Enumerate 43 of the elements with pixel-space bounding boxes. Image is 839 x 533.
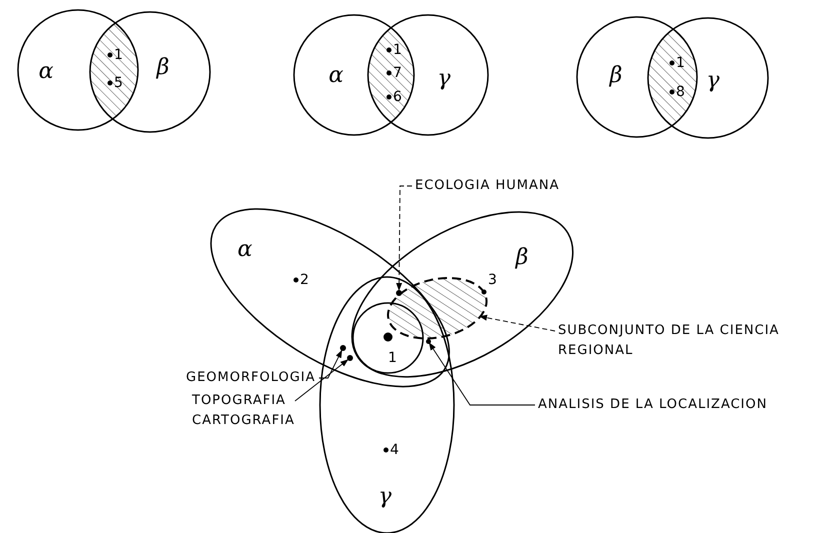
set-outline xyxy=(318,275,456,533)
point-number: 6 xyxy=(393,90,402,104)
leader-line xyxy=(396,186,412,291)
leader-line xyxy=(479,314,556,332)
point-number: 8 xyxy=(676,85,685,99)
point-number: 2 xyxy=(300,273,309,287)
set-symbol: γ xyxy=(378,486,392,508)
set-symbol: β xyxy=(516,246,528,269)
point-marker xyxy=(347,355,353,361)
point-number: 1 xyxy=(114,48,123,62)
set-symbol: β xyxy=(156,57,170,79)
dashed-ellipse xyxy=(386,276,488,340)
set-outline xyxy=(575,15,699,139)
point-number: 1 xyxy=(676,56,685,70)
set-outline xyxy=(366,13,490,137)
set-outline xyxy=(292,13,416,137)
circle-outline xyxy=(351,301,425,375)
leader-line xyxy=(318,350,342,378)
point-marker xyxy=(340,345,346,351)
point-marker xyxy=(426,338,430,344)
leader-label: SUBCONJUNTO DE LA CIENCIA REGIONAL xyxy=(558,321,788,361)
set-symbol: α xyxy=(328,65,344,87)
set-outline xyxy=(646,16,770,140)
point-number: 1 xyxy=(388,351,397,365)
set-outline xyxy=(88,10,212,134)
set-symbol: α xyxy=(38,61,54,83)
point-number: 7 xyxy=(393,66,402,80)
set-outline xyxy=(16,8,140,132)
point-number: 5 xyxy=(114,76,123,90)
leader-label: ECOLOGIA HUMANA xyxy=(415,176,560,196)
set-symbol: β xyxy=(610,65,622,87)
set-symbol: γ xyxy=(437,68,451,90)
leader-label: TOPOGRAFIA CARTOGRAFIA xyxy=(192,391,292,431)
point-marker xyxy=(396,290,402,296)
set-symbol: γ xyxy=(706,70,720,92)
set-symbol: α xyxy=(238,238,252,261)
leader-label: ANALISIS DE LA LOCALIZACION xyxy=(538,395,768,415)
point-number: 1 xyxy=(393,43,402,57)
leader-label: GEOMORFOLOGIA xyxy=(186,368,316,388)
point-number: 3 xyxy=(488,273,497,287)
leader-line xyxy=(294,359,348,402)
point-number: 4 xyxy=(390,443,399,457)
leader-line xyxy=(428,342,536,406)
